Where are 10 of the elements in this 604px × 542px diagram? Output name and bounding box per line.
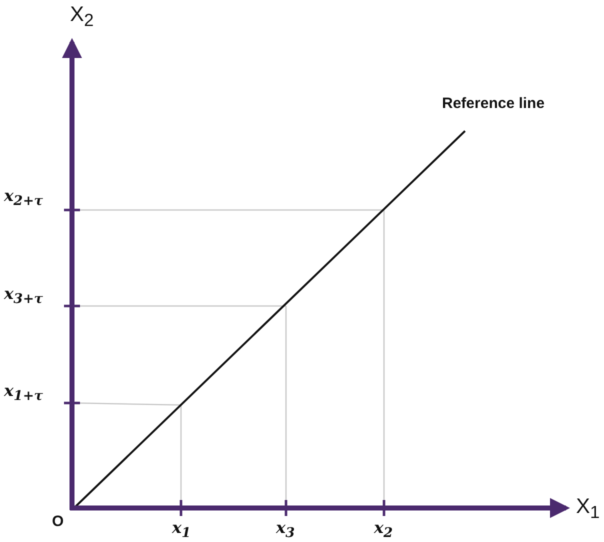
tick-label: x$_{3}$ <box>276 520 295 541</box>
tick-label: x$_{3+τ}$ <box>4 286 43 307</box>
tick-label: x$_{2+τ}$ <box>4 188 43 209</box>
tick-label: x$_{2}$ <box>374 520 393 541</box>
origin-label: O <box>52 514 64 529</box>
axis-label: X$_{1}$ <box>576 496 600 522</box>
tick-label: x$_{1+τ}$ <box>4 383 43 404</box>
axis-label: X$_{2}$ <box>70 4 94 30</box>
line-label: Reference line <box>442 96 545 111</box>
tick-label: x$_{1}$ <box>172 520 191 541</box>
